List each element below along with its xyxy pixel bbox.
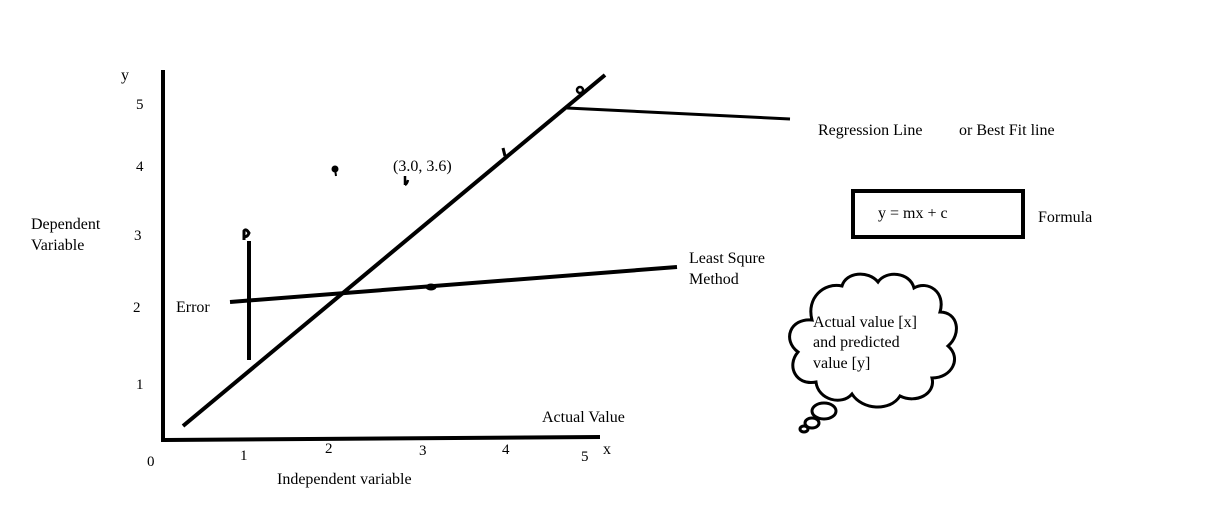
thought-bubble-medium	[803, 416, 821, 430]
data-point-near-error	[242, 228, 251, 240]
data-point-on-least-square	[425, 283, 437, 291]
cloud-text-line1: Actual value [x]	[813, 314, 917, 331]
formula-caption: Formula	[1038, 209, 1092, 226]
x-tick-2: 2	[325, 441, 333, 457]
x-tick-4: 4	[502, 442, 510, 458]
y-axis-title-line1: Dependent	[31, 216, 101, 233]
thought-bubble-large	[810, 401, 838, 421]
regression-line	[181, 73, 607, 428]
x-axis-symbol: x	[603, 441, 611, 458]
x-axis	[164, 435, 601, 442]
best-fit-label: or Best Fit line	[959, 122, 1055, 139]
y-axis-title-line2: Variable	[31, 237, 84, 254]
y-axis-symbol: y	[121, 67, 129, 84]
least-square-line	[229, 265, 678, 304]
y-tick-4: 4	[136, 159, 144, 175]
least-square-label-line1: Least Squre	[689, 250, 765, 267]
data-point-labeled	[403, 176, 410, 187]
point-coordinate-label: (3.0, 3.6)	[393, 158, 452, 175]
data-point-marks	[242, 85, 585, 291]
error-label: Error	[176, 299, 210, 316]
data-point-upper-left-stem	[334, 168, 337, 177]
origin-label: 0	[147, 454, 155, 470]
data-point-on-line-top	[575, 85, 585, 95]
x-tick-3: 3	[419, 443, 427, 459]
x-tick-1: 1	[240, 448, 248, 464]
x-tick-5: 5	[581, 449, 589, 465]
y-tick-2: 2	[133, 300, 141, 316]
least-square-label-line2: Method	[689, 271, 739, 288]
formula-box	[851, 189, 1025, 239]
cloud-text-line3: value [y]	[813, 355, 870, 372]
data-point-on-line-mid	[501, 147, 507, 157]
y-tick-3: 3	[134, 228, 142, 244]
thought-cloud	[788, 272, 958, 434]
y-tick-1: 1	[136, 377, 144, 393]
x-axis-title: Independent variable	[277, 471, 412, 488]
y-tick-5: 5	[136, 97, 144, 113]
actual-value-label: Actual Value	[542, 409, 625, 426]
regression-pointer-line	[566, 106, 791, 121]
thought-bubble-small	[798, 424, 810, 434]
thought-cloud-body	[788, 272, 958, 409]
regression-line-label: Regression Line	[818, 122, 922, 139]
cloud-text-line2: and predicted	[813, 334, 900, 351]
formula-text: y = mx + c	[878, 205, 948, 222]
